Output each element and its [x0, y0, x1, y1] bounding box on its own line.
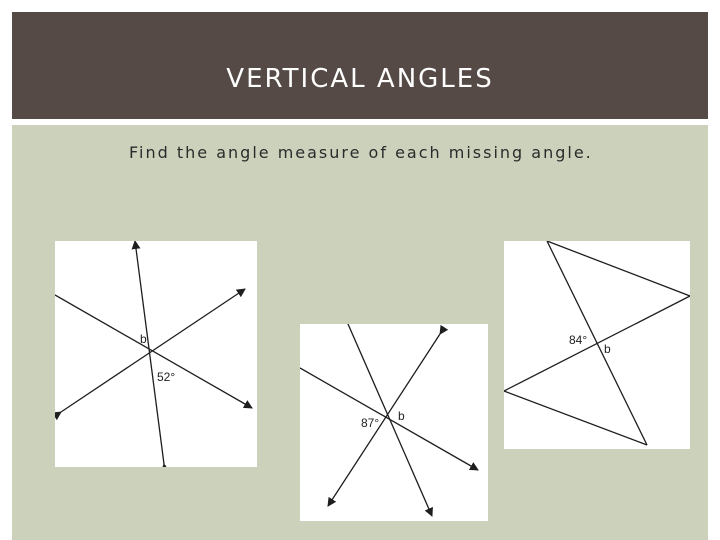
figure-1: b 52°	[55, 241, 257, 467]
label-angle-87: 87°	[361, 416, 380, 430]
label-angle-52: 52°	[157, 370, 176, 384]
slide-title: VERTICAL ANGLES	[226, 64, 494, 94]
figure-3-diagram	[504, 241, 690, 446]
line-c	[55, 288, 246, 421]
figure-2-diagram	[300, 324, 479, 517]
line-c	[300, 360, 479, 471]
instruction-text: Find the angle measure of each missing a…	[129, 143, 593, 162]
line-b	[327, 324, 449, 507]
figure-3: 84° b	[504, 241, 690, 449]
segment-top	[546, 241, 690, 297]
figure-1-diagram	[55, 241, 253, 467]
segment-cross-up	[504, 295, 690, 392]
label-b: b	[604, 342, 611, 356]
figure-2: 87° b	[300, 324, 488, 521]
segment-bottom	[504, 390, 648, 446]
line-b	[55, 287, 253, 409]
label-b: b	[140, 332, 147, 346]
label-b: b	[398, 409, 405, 423]
label-angle-84: 84°	[569, 333, 588, 347]
title-bar: VERTICAL ANGLES	[12, 12, 708, 119]
